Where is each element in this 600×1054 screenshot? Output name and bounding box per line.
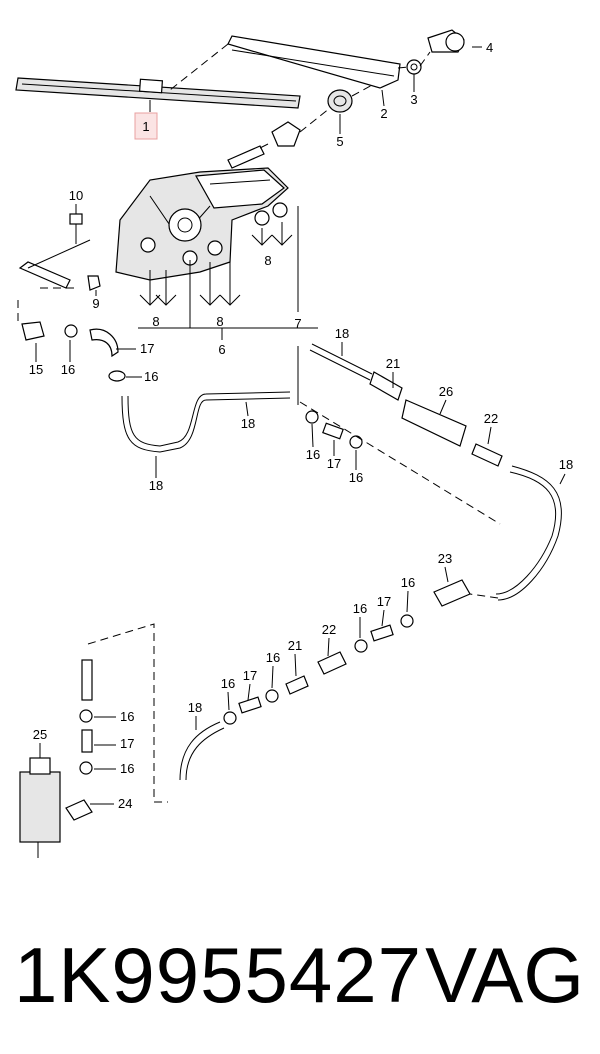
callout-6[interactable]: 6 <box>218 342 225 357</box>
callout-18c[interactable]: 18 <box>149 478 163 493</box>
callout-16g[interactable]: 16 <box>266 650 280 665</box>
wiper-motor <box>115 143 289 281</box>
callout-2[interactable]: 2 <box>380 106 387 121</box>
callout-3[interactable]: 3 <box>410 92 417 107</box>
callout-25[interactable]: 25 <box>33 727 47 742</box>
callout-8a[interactable]: 8 <box>152 314 159 329</box>
callout-8c[interactable]: 8 <box>264 253 271 268</box>
callout-1[interactable]: 1 <box>142 119 149 134</box>
callout-21b[interactable]: 21 <box>288 638 302 653</box>
washer-hose-right <box>309 343 562 601</box>
callout-22b[interactable]: 22 <box>322 622 336 637</box>
callout-16h[interactable]: 16 <box>221 676 235 691</box>
callout-16e[interactable]: 16 <box>401 575 415 590</box>
callout-17a[interactable]: 17 <box>140 341 154 356</box>
wiper-blade <box>15 77 301 109</box>
reservoir-frame <box>87 623 168 803</box>
parts-exploded-diagram: 1 2 3 4 5 6 7 8 8 8 9 10 15 16 16 16 16 … <box>15 29 573 858</box>
part-number: 1K9955427 <box>14 931 423 1019</box>
washer-pump <box>19 659 93 858</box>
callout-9[interactable]: 9 <box>92 296 99 311</box>
callout-18d[interactable]: 18 <box>559 457 573 472</box>
callout-16i[interactable]: 16 <box>120 709 134 724</box>
lower-connector-chain <box>179 579 499 781</box>
bolt-and-nut <box>18 213 101 291</box>
hose-connectors-mid <box>297 346 501 525</box>
callout-22a[interactable]: 22 <box>484 411 498 426</box>
brand-name: VAG <box>425 931 584 1019</box>
callout-17c[interactable]: 17 <box>377 594 391 609</box>
washer-hose-upper <box>121 391 291 453</box>
callout-21a[interactable]: 21 <box>386 356 400 371</box>
wiper-arm <box>149 35 401 112</box>
callout-16j[interactable]: 16 <box>120 761 134 776</box>
callout-16b[interactable]: 16 <box>144 369 158 384</box>
callout-10[interactable]: 10 <box>69 188 83 203</box>
callout-16c[interactable]: 16 <box>306 447 320 462</box>
callout-17e[interactable]: 17 <box>120 736 134 751</box>
callout-labels: 1 2 3 4 5 6 7 8 8 8 9 10 15 16 16 16 16 … <box>29 40 573 811</box>
callout-4[interactable]: 4 <box>486 40 493 55</box>
callout-16a[interactable]: 16 <box>61 362 75 377</box>
callout-17b[interactable]: 17 <box>327 456 341 471</box>
callout-8b[interactable]: 8 <box>216 314 223 329</box>
callout-18b[interactable]: 18 <box>241 416 255 431</box>
callout-16f[interactable]: 16 <box>353 601 367 616</box>
callout-17d[interactable]: 17 <box>243 668 257 683</box>
callout-15[interactable]: 15 <box>29 362 43 377</box>
rubber-bushing-leaders <box>138 206 318 340</box>
callout-23[interactable]: 23 <box>438 551 452 566</box>
callout-18e[interactable]: 18 <box>188 700 202 715</box>
grommet <box>271 83 375 147</box>
footer: 1K9955427 VAG <box>0 905 600 1045</box>
callout-7[interactable]: 7 <box>294 316 301 331</box>
callout-1-highlight <box>134 112 158 140</box>
callout-16d[interactable]: 16 <box>349 470 363 485</box>
callout-18a[interactable]: 18 <box>335 326 349 341</box>
nut-and-cap <box>397 29 465 75</box>
callout-26[interactable]: 26 <box>439 384 453 399</box>
callout-5[interactable]: 5 <box>336 134 343 149</box>
callout-24[interactable]: 24 <box>118 796 132 811</box>
spray-nozzle <box>17 300 126 382</box>
callout-leaders <box>35 46 566 805</box>
